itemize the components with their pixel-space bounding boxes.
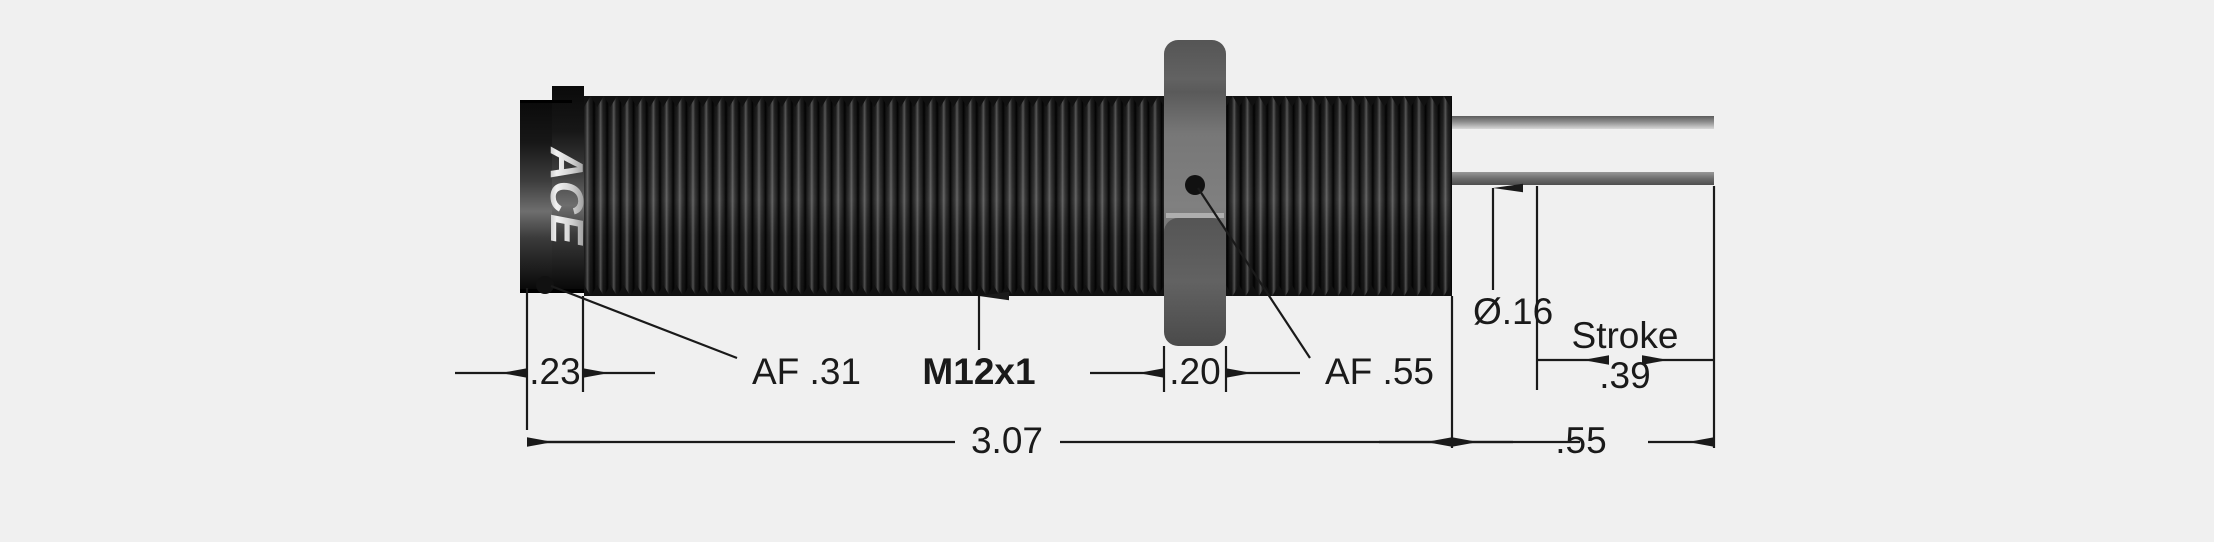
part-geometry: ACE (520, 40, 1714, 346)
threaded-body-right (1226, 96, 1452, 296)
dimension-lines (455, 183, 1716, 448)
label-thread-spec: M12x1 (922, 351, 1035, 392)
leader-origin-dot-nut (1185, 175, 1205, 195)
end-cap: ACE (520, 86, 593, 294)
label-rod-extension: .55 (1555, 420, 1606, 461)
leader-af31 (550, 284, 738, 360)
label-cap-length: .23 (529, 351, 580, 392)
leader-origin-dot-cap (536, 276, 554, 294)
label-stroke-value: .39 (1599, 355, 1650, 396)
threaded-body-left (584, 96, 1164, 296)
label-af55: AF .55 (1325, 351, 1434, 392)
thread-crest-top-right (1226, 96, 1452, 107)
leader-af55 (1197, 187, 1311, 359)
piston-rod (1452, 116, 1714, 185)
label-overall-length: 3.07 (971, 420, 1043, 461)
dimension-labels: .23 AF .31 M12x1 .20 AF .55 Ø.16 Stroke … (529, 291, 1678, 461)
label-nut-width: .20 (1169, 351, 1220, 392)
thread-crest-bottom-left (584, 285, 1164, 296)
thread-crest-top-left (584, 96, 1164, 107)
label-rod-diameter: Ø.16 (1473, 291, 1553, 332)
thread-crest-bottom-right (1226, 285, 1452, 296)
label-stroke: Stroke (1572, 315, 1679, 356)
hex-nut (1164, 40, 1226, 346)
label-af31: AF .31 (752, 351, 861, 392)
